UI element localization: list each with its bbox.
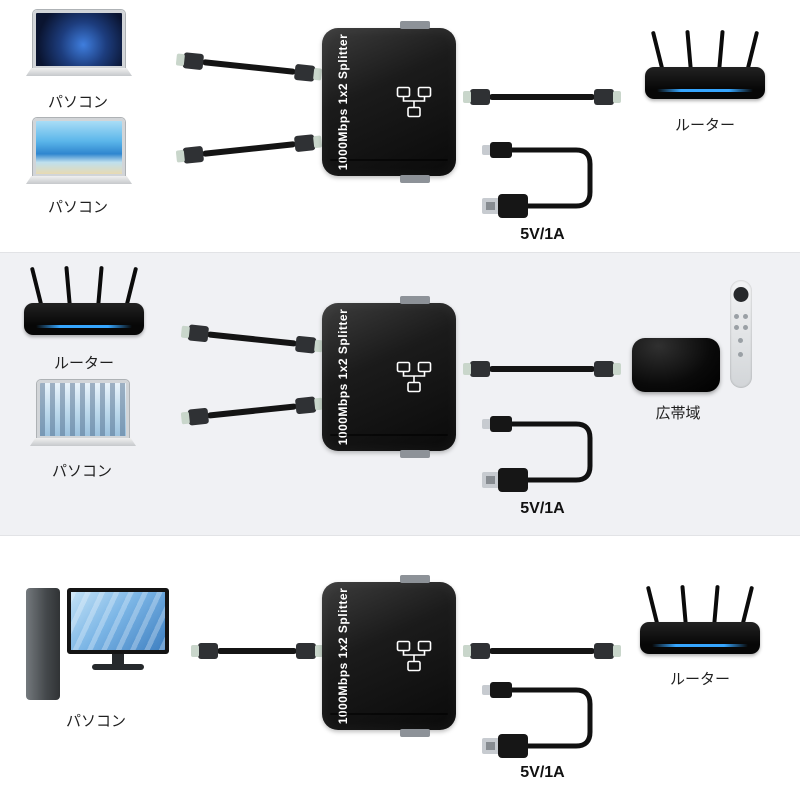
rj45-connector [187, 324, 210, 343]
ethernet-cable [191, 642, 323, 660]
rj45-connector [293, 134, 316, 153]
device-label-pc: パソコン [47, 94, 108, 111]
laptop-screen [37, 380, 129, 438]
splitter-device: 1000Mbps 1x2 Splitter [322, 21, 456, 183]
router-body [640, 622, 760, 654]
device-label-pc: パソコン [47, 199, 108, 216]
cable-wire [489, 648, 595, 654]
splitter-seam [330, 159, 448, 161]
power-rating-label: 5V/1A [520, 764, 565, 781]
device-label-router: ルーター [674, 117, 735, 134]
cable-wire [201, 141, 297, 157]
ethernet-cable [463, 642, 621, 660]
apple-tv-icon [632, 338, 720, 392]
device-label-pc: パソコン [65, 713, 126, 730]
splitter-seam [330, 713, 448, 715]
router-icon [645, 29, 765, 99]
usb-power-cable-graphic [482, 682, 593, 758]
device-label-router: ルーター [669, 671, 730, 688]
power-rating-label: 5V/1A [520, 226, 565, 243]
cable-wire [206, 403, 298, 419]
monitor-base [92, 664, 144, 670]
router-led-strip [652, 644, 748, 647]
rj45-connector [296, 643, 323, 659]
cable-wire [489, 366, 595, 372]
device-label-pc: パソコン [51, 463, 112, 480]
usb-power-cable-graphic [482, 142, 593, 218]
monitor-stand [112, 654, 124, 664]
device-label-broadband: 広帯域 [655, 405, 701, 422]
rj45-connector [191, 643, 218, 659]
rj45-connector [182, 145, 205, 164]
device-label-router: ルーター [53, 355, 114, 372]
usb-power-cable [480, 676, 605, 769]
router-body [24, 303, 144, 335]
laptop-screen [33, 10, 125, 68]
laptop-screen [33, 118, 125, 176]
router-led-strip [657, 89, 753, 92]
ethernet-cable [463, 88, 621, 106]
network-split-icon [396, 86, 432, 118]
splitter-label: 1000Mbps 1x2 Splitter [336, 33, 350, 171]
splitter-device: 1000Mbps 1x2 Splitter [322, 296, 456, 458]
usb-power-cable [480, 136, 605, 229]
router-body [645, 67, 765, 99]
rj45-connector [463, 89, 490, 105]
ethernet-cable [182, 51, 316, 83]
power-rating-label: 5V/1A [520, 500, 565, 517]
network-split-icon [396, 640, 432, 672]
splitter-label: 1000Mbps 1x2 Splitter [336, 308, 350, 446]
rj45-connector [294, 396, 317, 415]
rj45-connector [594, 643, 621, 659]
rj45-connector [294, 335, 317, 354]
laptop-base [30, 438, 136, 446]
router-antennas [24, 265, 144, 309]
rj45-connector [293, 63, 316, 82]
router-antennas [645, 29, 765, 73]
pc-tower [26, 588, 60, 700]
router-icon [640, 584, 760, 654]
router-antennas [640, 584, 760, 628]
splitter-device: 1000Mbps 1x2 Splitter [322, 575, 456, 737]
laptop-icon [30, 380, 136, 446]
laptop-icon [26, 118, 132, 184]
monitor-screen [67, 588, 169, 654]
splitter-seam [330, 434, 448, 436]
router-icon [24, 265, 144, 335]
laptop-base [26, 68, 132, 76]
usb-power-cable [480, 410, 605, 503]
rj45-connector [594, 89, 621, 105]
rj45-connector [594, 361, 621, 377]
ethernet-cable [463, 360, 621, 378]
monitor [67, 588, 169, 670]
laptop-icon [26, 10, 132, 76]
ethernet-cable [182, 133, 316, 165]
rj45-connector [463, 643, 490, 659]
usb-power-cable-graphic [482, 416, 593, 492]
cable-wire [217, 648, 297, 654]
splitter-label: 1000Mbps 1x2 Splitter [336, 587, 350, 725]
cable-wire [206, 331, 298, 347]
laptop-base [26, 176, 132, 184]
desktop-pc-icon [26, 588, 169, 700]
router-led-strip [36, 325, 132, 328]
rj45-connector [187, 407, 210, 426]
cable-wire [489, 94, 595, 100]
rj45-connector [463, 361, 490, 377]
siri-remote-icon [730, 280, 752, 388]
cable-wire [201, 59, 297, 75]
rj45-connector [182, 52, 205, 71]
network-split-icon [396, 361, 432, 393]
